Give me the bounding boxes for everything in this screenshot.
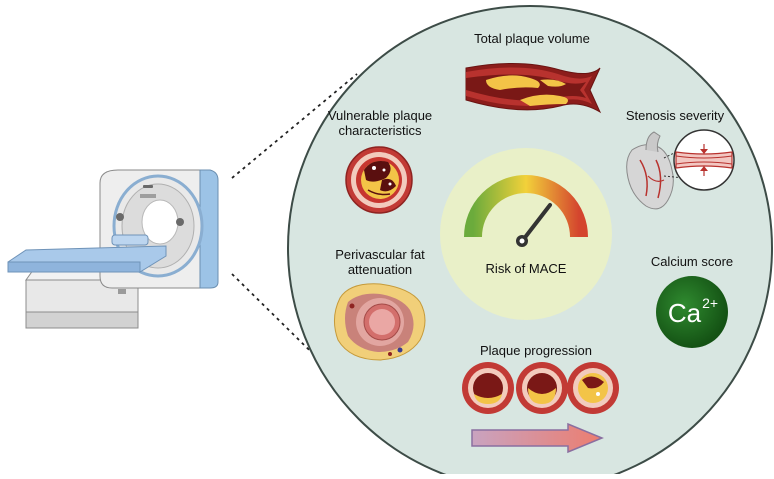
perivascular-fat-icon: [334, 283, 426, 361]
calcium-symbol: Ca: [667, 297, 702, 328]
label-stenosis-severity: Stenosis severity: [625, 108, 725, 123]
connector-line-top: [231, 73, 358, 179]
heart-stenosis-icon: [626, 129, 735, 210]
calcium-charge: 2+: [702, 295, 719, 311]
plaque-stage-2: [516, 362, 568, 414]
ct-scanner-icon: [7, 169, 219, 329]
connector-lines: [231, 73, 358, 398]
label-total-plaque-volume: Total plaque volume: [474, 31, 590, 46]
label-vulnerable-plaque-line1: Vulnerable plaque: [327, 108, 433, 123]
label-calcium-score: Calcium score: [650, 254, 734, 269]
connector-line-bottom: [231, 273, 358, 398]
progression-arrow-icon: [471, 422, 604, 454]
label-perivascular-line2: attenuation: [347, 262, 413, 277]
vulnerable-plaque-icon: [345, 146, 413, 214]
artery-plaque-icon: [465, 63, 602, 114]
label-perivascular-line1: Perivascular fat: [335, 247, 425, 262]
label-plaque-progression: Plaque progression: [479, 343, 593, 358]
risk-gauge-icon: [440, 148, 612, 320]
label-risk-of-mace: Risk of MACE: [485, 261, 567, 276]
plaque-stage-1: [462, 362, 514, 414]
label-vulnerable-plaque-line2: characteristics: [338, 123, 422, 138]
plaque-progression-icon: [462, 362, 619, 414]
calcium-badge-icon: [656, 276, 728, 348]
plaque-stage-3: [567, 362, 619, 414]
